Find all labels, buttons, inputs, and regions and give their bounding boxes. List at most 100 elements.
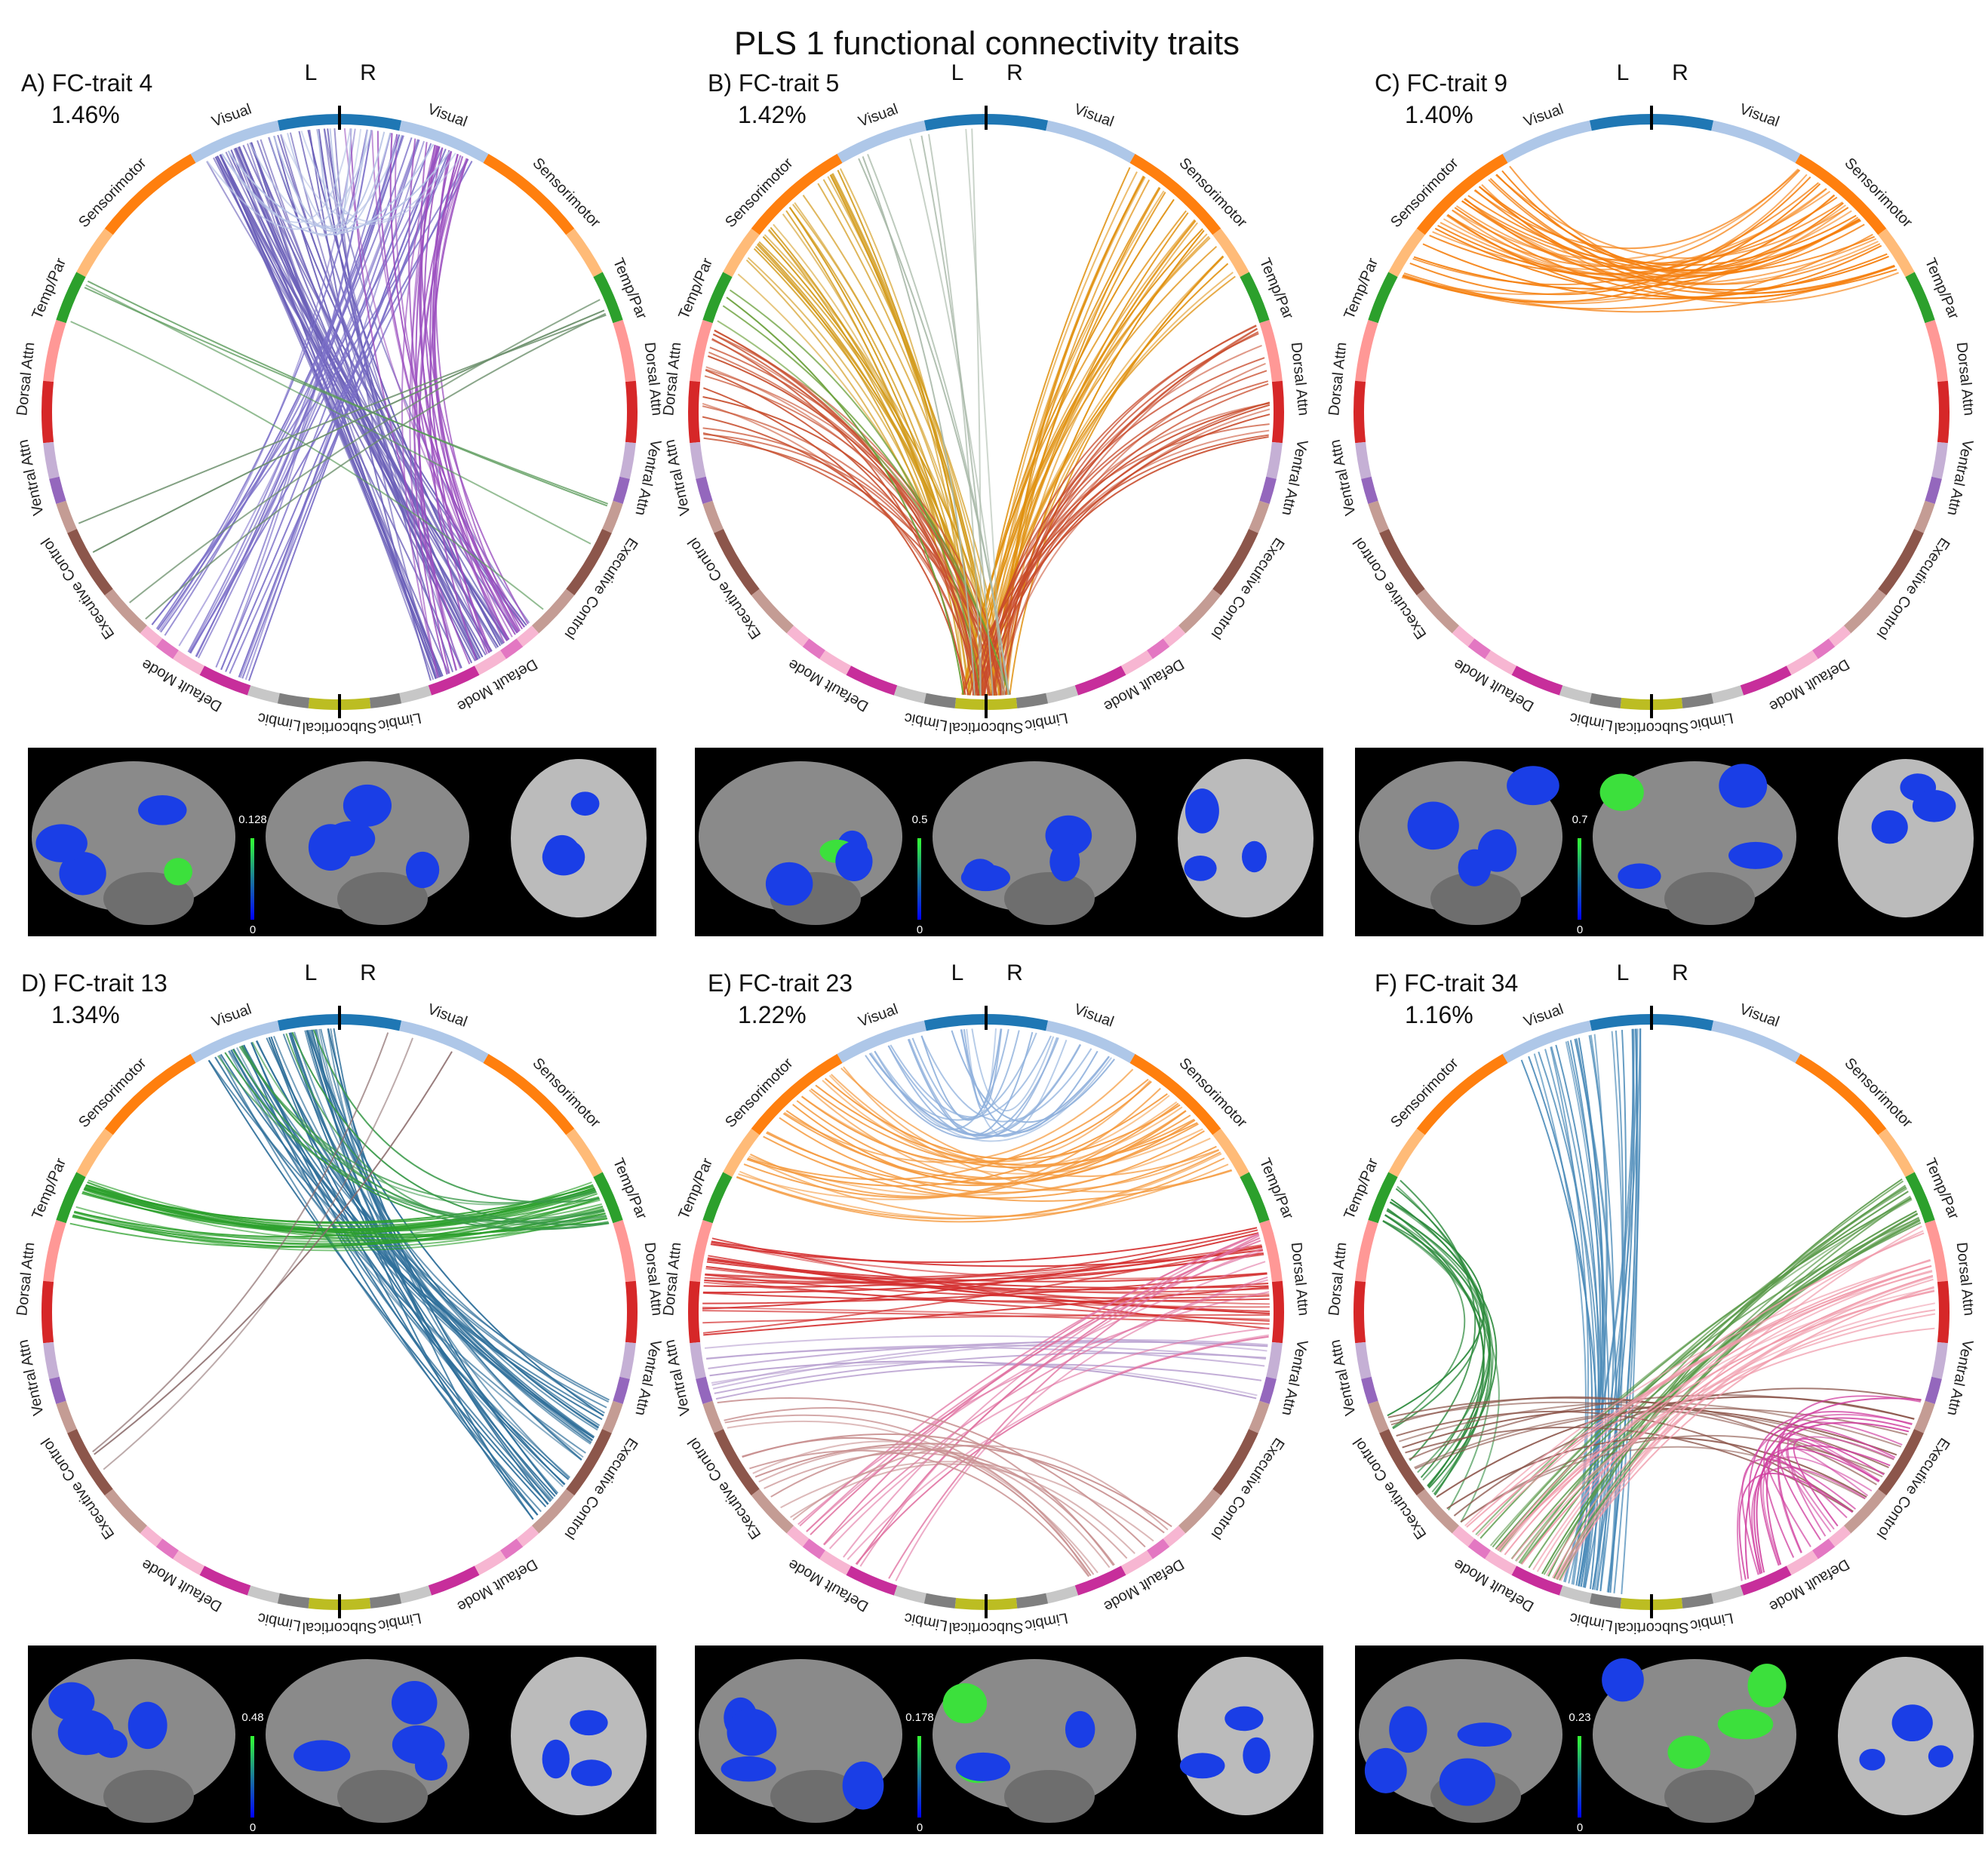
- connection-chord: [951, 1030, 1115, 1123]
- network-label: Visual: [1072, 1001, 1116, 1031]
- segment-dorsal-attn: [1925, 319, 1948, 383]
- connection-chord: [73, 1184, 594, 1238]
- activation-blob: [1457, 1722, 1512, 1747]
- segment-visual: [985, 114, 1049, 131]
- activation-blob: [570, 1759, 612, 1787]
- segment-default-mode: [516, 1526, 539, 1547]
- connection-chord: [1474, 189, 1865, 278]
- connection-chord: [234, 147, 505, 644]
- segment-default-mode: [1120, 650, 1153, 675]
- segment-sensorimotor: [1129, 1053, 1221, 1135]
- colorbar: [917, 838, 921, 920]
- segment-executive-control: [602, 1400, 623, 1433]
- segment-sensorimotor: [483, 153, 575, 235]
- connection-chord: [743, 1102, 1179, 1199]
- colorbar: [250, 1736, 254, 1818]
- variance-explained: 1.46%: [51, 101, 120, 128]
- connection-chord: [1741, 1458, 1857, 1575]
- connection-chord: [72, 1209, 604, 1245]
- connection-chord: [790, 1463, 1135, 1554]
- network-label: Limbic: [257, 709, 303, 734]
- connection-chord: [1495, 1313, 1936, 1550]
- connection-chord: [311, 1029, 600, 1428]
- segment-sensorimotor: [1878, 1128, 1915, 1178]
- connection-chord: [249, 134, 403, 228]
- connection-chord: [840, 1068, 1219, 1178]
- segment-default-mode: [1074, 665, 1126, 696]
- cerebellum: [770, 1770, 861, 1823]
- brain-lateral-right: [1593, 1659, 1796, 1810]
- segment-default-mode: [802, 1538, 825, 1559]
- connection-chord: [1613, 1028, 1641, 1593]
- connection-chord: [806, 1249, 1264, 1532]
- segment-executive-control: [1249, 500, 1270, 533]
- segment-subcortical: [1620, 697, 1652, 710]
- network-label: Visual: [426, 101, 469, 131]
- colorbar-max: 0.48: [241, 1711, 263, 1724]
- segment-default-mode: [500, 1538, 524, 1559]
- network-label: Dorsal Attn: [14, 342, 38, 417]
- activation-blob: [343, 784, 392, 827]
- activation-blob: [1458, 849, 1492, 887]
- connection-chord: [316, 129, 462, 668]
- segment-sensorimotor: [1129, 153, 1221, 235]
- connection-chord: [1778, 1436, 1895, 1553]
- activation-blob: [1242, 840, 1267, 873]
- segment-temp-par: [593, 1172, 623, 1224]
- connection-chord: [250, 142, 443, 678]
- segment-default-mode: [1812, 1538, 1836, 1559]
- segment-default-mode: [140, 1526, 163, 1547]
- segment-subcortical: [339, 1597, 371, 1610]
- segment-ventral-attn: [690, 1341, 706, 1379]
- connection-chord: [767, 229, 984, 696]
- right-hemisphere-label: R: [1672, 960, 1688, 985]
- segment-default-mode: [1147, 638, 1170, 659]
- segment-dorsal-attn: [43, 319, 66, 383]
- connection-chord: [704, 375, 998, 696]
- connection-chord: [1382, 1220, 1500, 1523]
- network-ring: [688, 1006, 1284, 1618]
- activation-blob: [308, 824, 352, 871]
- network-label: Visual: [1072, 101, 1116, 131]
- segment-executive-control: [1914, 500, 1935, 533]
- segment-temp-par: [56, 272, 86, 324]
- segment-limbic: [399, 685, 432, 704]
- network-label: Limbic: [903, 709, 949, 734]
- segment-executive-control: [67, 528, 113, 596]
- connection-chord: [189, 143, 432, 654]
- segment-dorsal-attn: [1259, 1219, 1283, 1283]
- connection-chord: [843, 1233, 1259, 1558]
- segment-limbic: [1681, 693, 1714, 708]
- connection-chord: [724, 1406, 1114, 1566]
- brain-axial-slice: [1178, 1657, 1314, 1815]
- network-label: Ventral Attn: [1327, 438, 1360, 518]
- connection-chord: [1390, 1401, 1883, 1478]
- segment-executive-control: [751, 588, 794, 634]
- segment-sensorimotor: [751, 153, 843, 235]
- segment-executive-control: [104, 1489, 148, 1534]
- segment-dorsal-attn: [688, 380, 701, 444]
- connection-chord: [739, 1153, 1222, 1219]
- segment-dorsal-attn: [1925, 1219, 1948, 1283]
- segment-visual: [1651, 1014, 1714, 1031]
- segment-visual: [339, 1014, 402, 1031]
- connection-chord: [306, 1030, 604, 1417]
- segment-default-mode: [786, 1526, 810, 1547]
- segment-ventral-attn: [1266, 1341, 1283, 1379]
- colorbar-min: 0: [250, 1821, 256, 1834]
- segment-executive-control: [1249, 1400, 1270, 1433]
- segment-default-mode: [1511, 1566, 1563, 1596]
- segment-sensorimotor: [566, 228, 603, 278]
- segment-temp-par: [702, 272, 733, 324]
- connection-chord: [715, 1363, 1262, 1400]
- connection-chord: [963, 1028, 1003, 1108]
- segment-default-mode: [140, 625, 163, 647]
- connection-chord: [78, 314, 607, 524]
- segment-ventral-attn: [696, 1376, 713, 1405]
- connection-chord: [1403, 207, 1849, 305]
- connection-chord: [920, 135, 994, 696]
- right-hemisphere-label: R: [1672, 60, 1688, 85]
- segment-default-mode: [428, 665, 480, 696]
